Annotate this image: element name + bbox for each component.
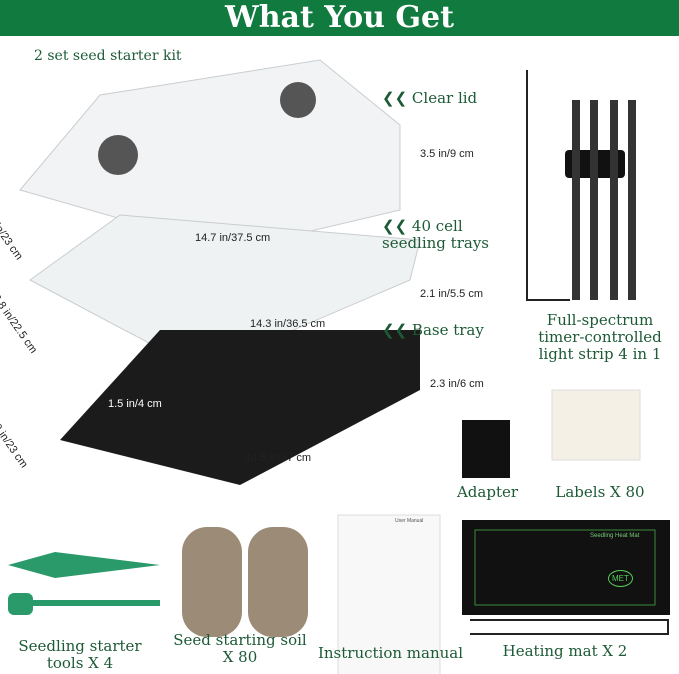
soil-label: Seed starting soil X 80: [173, 631, 307, 666]
double-chevron-icon: ❮❮: [382, 217, 408, 235]
manual-heading: User Manual: [395, 518, 424, 524]
adapter-label: Adapter: [456, 483, 519, 501]
callout-lid: ❮❮ Clear lid: [382, 90, 477, 107]
light-strip-label: Full-spectrum timer-controlled light str…: [538, 311, 662, 363]
page-title: What You Get: [0, 0, 679, 36]
callout-trays: ❮❮ 40 cell seedling trays: [382, 218, 489, 252]
double-chevron-icon: ❮❮: [382, 89, 408, 107]
dim-lid-height: 3.5 in/9 cm: [420, 148, 474, 160]
tool-image: [8, 552, 160, 578]
soil-image: [182, 527, 242, 637]
callout-lid-text: Clear lid: [411, 89, 478, 107]
mat-heading: Seedling Heat Mat: [590, 533, 640, 539]
double-chevron-icon: ❮❮: [382, 321, 408, 339]
callout-base: ❮❮ Base tray: [382, 322, 484, 339]
dim-tray-height: 2.1 in/5.5 cm: [420, 288, 483, 300]
manual-label: Instruction manual: [317, 644, 464, 662]
labels-label: Labels X 80: [555, 483, 645, 501]
mat-badge: MET: [608, 570, 633, 587]
lid-vent-icon: [280, 82, 316, 118]
dim-base-length: 14.5 in/37 cm: [245, 452, 312, 464]
dim-lid-length: 14.7 in/37.5 cm: [195, 232, 271, 244]
tools-label: Seedling starter tools X 4: [18, 637, 142, 672]
base-tray: [60, 330, 420, 485]
clear-lid: [19, 59, 401, 251]
dim-cell: 1.5 in/4 cm: [108, 398, 162, 410]
kit-label: 2 set seed starter kit: [34, 48, 182, 64]
manual-image: [337, 514, 441, 674]
adapter-image: [462, 420, 510, 478]
dim-tray-length: 14.3 in/36.5 cm: [250, 318, 326, 330]
labels-image: [551, 389, 641, 461]
heating-mat-label: Heating mat X 2: [502, 642, 628, 660]
dim-base-height: 2.3 in/6 cm: [430, 378, 484, 390]
heating-mat-image: [462, 520, 670, 615]
callout-base-text: Base tray: [411, 321, 484, 339]
callout-trays-text: 40 cell seedling trays: [382, 217, 489, 252]
lid-vent-icon: [98, 135, 138, 175]
